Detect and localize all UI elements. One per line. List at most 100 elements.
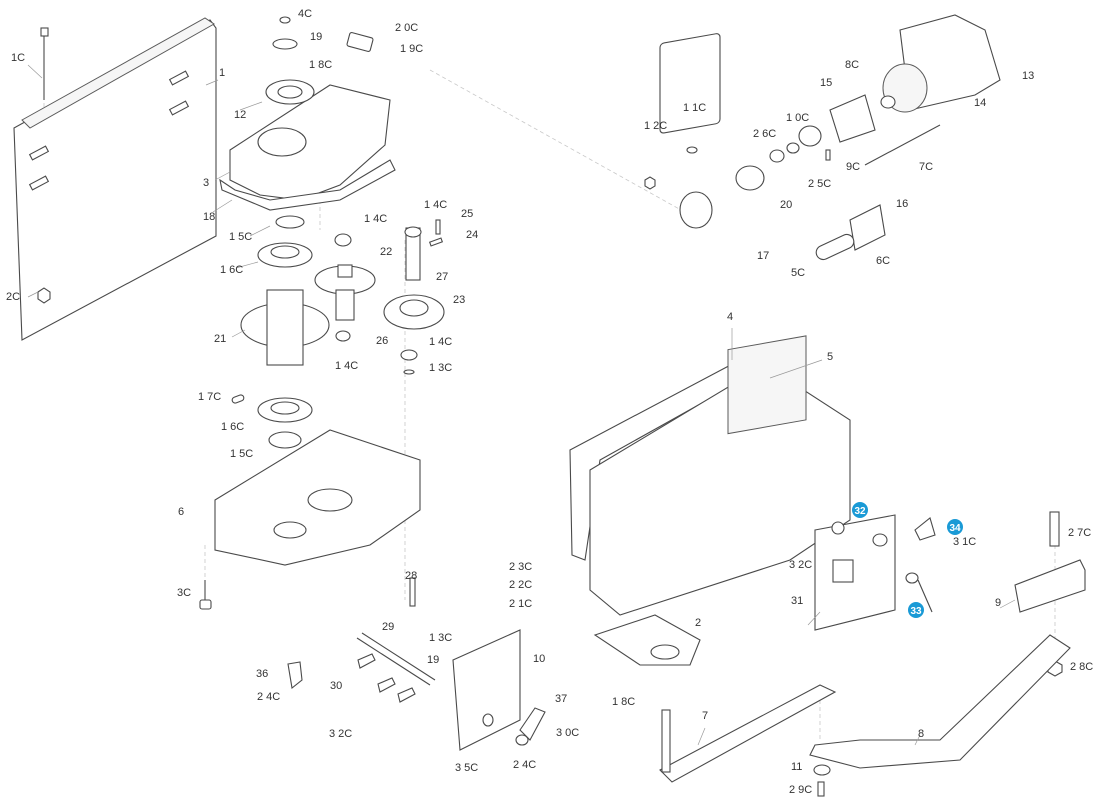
- label-1C: 1C: [11, 52, 25, 64]
- label-35C: 3 5C: [455, 762, 478, 774]
- part-labels: 1C 1 2C 4C 19 2 0C 1 9C 1 8C 12 3 18 1 5…: [6, 8, 1093, 796]
- label-25C: 2 5C: [808, 178, 831, 190]
- label-7: 7: [702, 710, 708, 722]
- label-1: 1: [219, 67, 225, 79]
- label-8C: 8C: [845, 59, 859, 71]
- part-washer: [272, 38, 298, 50]
- label-16: 16: [896, 198, 908, 210]
- label-17C: 1 7C: [198, 391, 221, 403]
- axis-line: [429, 69, 691, 216]
- label-10C: 1 0C: [786, 112, 809, 124]
- label-9: 9: [995, 597, 1001, 609]
- badge-34-text: 34: [949, 523, 961, 534]
- label-13: 13: [1022, 70, 1034, 82]
- label-15C: 1 5C: [229, 231, 252, 243]
- label-29: 29: [382, 621, 394, 633]
- label-31C: 3 1C: [953, 536, 976, 548]
- highlight-badges: 32 33 34: [852, 502, 963, 618]
- label-32C: 3 2C: [329, 728, 352, 740]
- badge-32-text: 32: [854, 506, 866, 517]
- label-24: 24: [466, 229, 478, 241]
- label-17: 17: [757, 250, 769, 262]
- label-21: 21: [214, 333, 226, 345]
- label-19C: 1 9C: [400, 43, 423, 55]
- label-20: 20: [780, 199, 792, 211]
- part-mounting-plate: [13, 17, 217, 341]
- badge-34-circle[interactable]: [947, 519, 963, 535]
- label-28C: 2 8C: [1070, 661, 1093, 673]
- label-32C: 3 2C: [789, 559, 812, 571]
- label-6: 6: [178, 506, 184, 518]
- label-24C: 2 4C: [513, 759, 536, 771]
- part-gearbox-base: [214, 429, 421, 566]
- part-gear-train: [231, 215, 445, 449]
- label-13C: 1 3C: [429, 362, 452, 374]
- label-18: 18: [203, 211, 215, 223]
- label-12: 12: [234, 109, 246, 121]
- label-23: 23: [453, 294, 465, 306]
- label-13C: 1 3C: [429, 632, 452, 644]
- label-29C: 2 9C: [789, 784, 812, 796]
- label-19: 19: [310, 31, 322, 43]
- label-20C: 2 0C: [395, 22, 418, 34]
- part-access-door: [814, 514, 896, 631]
- label-28: 28: [405, 570, 417, 582]
- label-16C: 1 6C: [220, 264, 243, 276]
- part-nut: [37, 287, 51, 304]
- label-25: 25: [461, 208, 473, 220]
- label-31: 31: [791, 595, 803, 607]
- label-21C: 2 1C: [509, 598, 532, 610]
- label-26C: 2 6C: [753, 128, 776, 140]
- label-7C: 7C: [919, 161, 933, 173]
- label-23C: 2 3C: [509, 561, 532, 573]
- part-housing-cover: [569, 335, 851, 616]
- label-10: 10: [533, 653, 545, 665]
- badge-33-text: 33: [910, 606, 922, 617]
- label-36: 36: [256, 668, 268, 680]
- part-gear-cover: [219, 84, 396, 211]
- label-24C: 2 4C: [257, 691, 280, 703]
- part-switch: [346, 32, 374, 52]
- label-15C: 1 5C: [230, 448, 253, 460]
- label-8: 8: [918, 728, 924, 740]
- label-4C: 4C: [298, 8, 312, 20]
- label-14C: 1 4C: [364, 213, 387, 225]
- label-2C: 2C: [6, 291, 20, 303]
- part-key: [917, 579, 933, 613]
- label-9C: 9C: [846, 161, 860, 173]
- part-base-hole: [650, 644, 680, 660]
- label-4: 4: [727, 311, 733, 323]
- badge-33-circle[interactable]: [908, 602, 924, 618]
- label-19: 19: [427, 654, 439, 666]
- badge-32[interactable]: 32: [852, 502, 868, 518]
- label-5C: 5C: [791, 267, 805, 279]
- badge-32-circle[interactable]: [852, 502, 868, 518]
- label-11: 11: [791, 761, 802, 773]
- label-15: 15: [820, 77, 832, 89]
- badge-33[interactable]: 33: [908, 602, 924, 618]
- part-release-bracket: [287, 577, 546, 751]
- label-26: 26: [376, 335, 388, 347]
- part-screw: [199, 580, 212, 610]
- label-27: 27: [436, 271, 448, 283]
- label-22C: 2 2C: [509, 579, 532, 591]
- part-grommet: [831, 521, 845, 535]
- label-18C: 1 8C: [309, 59, 332, 71]
- leader-lines: [27, 64, 1016, 746]
- label-12C: 1 2C: [644, 120, 667, 132]
- part-screw-head: [279, 16, 291, 24]
- part-lock-cover: [914, 517, 936, 541]
- label-37: 37: [555, 693, 567, 705]
- part-bolt: [40, 27, 49, 100]
- badge-34[interactable]: 34: [947, 519, 963, 535]
- label-22: 22: [380, 246, 392, 258]
- label-2: 2: [695, 617, 701, 629]
- label-18C: 1 8C: [612, 696, 635, 708]
- label-3C: 3C: [177, 587, 191, 599]
- label-16C: 1 6C: [221, 421, 244, 433]
- label-11C: 1 1C: [683, 102, 706, 114]
- part-motor: [644, 14, 1001, 261]
- part-lock-cylinder: [905, 572, 919, 584]
